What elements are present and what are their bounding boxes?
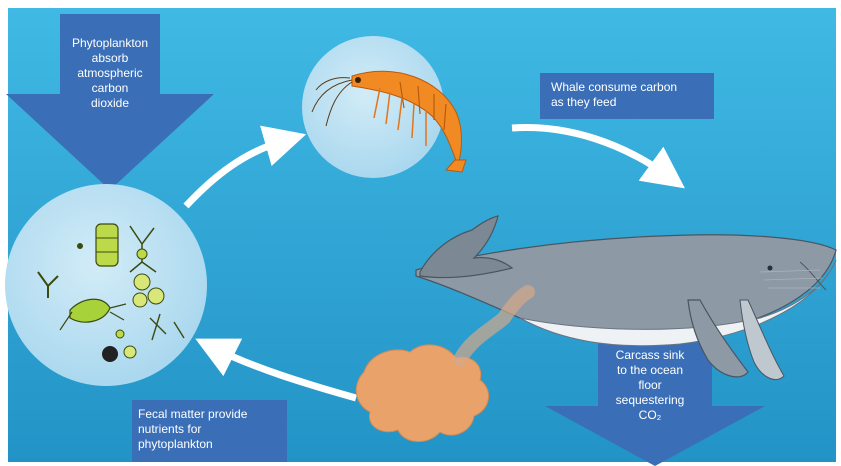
fecal-matter-label: Fecal matter provide nutrients for phyto… xyxy=(138,407,288,452)
left-frame-bar xyxy=(0,0,8,466)
carcass-sink-label: Carcass sink to the ocean floor sequeste… xyxy=(596,348,704,423)
whale-consume-label: Whale consume carbon as they feed xyxy=(551,80,711,110)
absorb-label: Phytoplankton absorb atmospheric carbon … xyxy=(56,36,164,111)
